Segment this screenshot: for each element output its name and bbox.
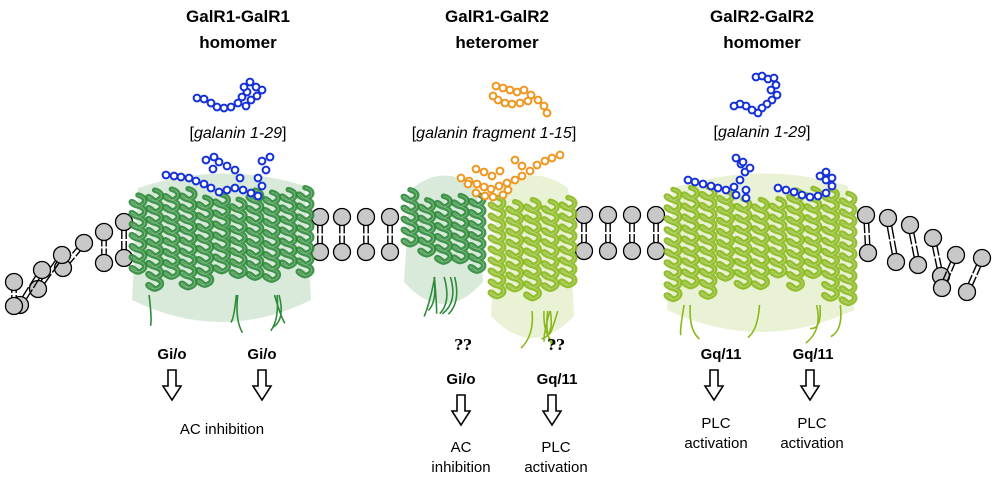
lipid-icon: [380, 207, 400, 234]
effect-label-left-line2: inhibition: [431, 459, 490, 476]
panel-galr1-galr1: GalR1-GalR1 homomer [galanin 1-29] Gi/o …: [157, 7, 290, 438]
bound-fragment-molecule: [456, 150, 565, 202]
galr2-galr2-homomer-structure: [663, 173, 858, 344]
lipid-icon: [946, 245, 966, 272]
panel-title-line2: homomer: [723, 33, 801, 52]
down-arrow-icon: [251, 369, 273, 402]
g-protein-label-right: Gq/11: [793, 346, 834, 363]
lipid-icon: [622, 205, 642, 232]
lipid-icon: [886, 240, 906, 272]
lipid-icon: [114, 241, 134, 268]
panel-title-line1: GalR1-GalR2: [445, 7, 549, 26]
lipid-icon: [29, 260, 52, 289]
effect-label-right-line1: PLC: [797, 415, 826, 432]
receptor-structures: [128, 173, 858, 349]
lipid-icon: [310, 207, 330, 234]
lipid-icon: [48, 245, 72, 273]
galr1-galr2-heteromer-structure: [400, 175, 578, 349]
down-arrow-icon: [799, 369, 821, 402]
lipid-icon: [598, 205, 618, 232]
lipid-icon: [598, 234, 618, 261]
lipid-icon: [4, 272, 24, 293]
effect-label-left-line1: PLC: [701, 415, 730, 432]
lipid-icon: [574, 234, 594, 261]
bound-galanin-molecule: [683, 153, 837, 203]
g-protein-label-left: Gq/11: [701, 346, 742, 363]
effect-label-right-line2: activation: [524, 459, 587, 476]
galr1-galr1-homomer-structure: [128, 173, 315, 334]
g-protein-label-right: Gi/o: [247, 346, 276, 363]
lipid-icon: [900, 215, 920, 245]
lipid-icon: [71, 233, 94, 257]
bound-galanin-molecule: [161, 152, 275, 201]
lipid-icon: [646, 205, 666, 232]
lipid-icon: [908, 245, 928, 275]
lipid-icon: [856, 205, 876, 234]
lipid-icon: [356, 207, 376, 234]
ligand-label: [galanin 1-29]: [190, 125, 287, 142]
panel-title-line1: GalR1-GalR1: [186, 7, 290, 26]
effect-label-left-line2: activation: [684, 435, 747, 452]
lipid-icon: [878, 208, 898, 240]
effect-label: AC inhibition: [180, 421, 264, 438]
panel-title-line2: heteromer: [455, 33, 539, 52]
down-arrow-icon: [450, 394, 472, 427]
lipid-icon: [356, 235, 376, 262]
down-arrow-icon: [703, 369, 725, 402]
lipid-bilayer: [4, 205, 992, 316]
lipid-icon: [646, 234, 666, 261]
g-protein-label-left: Gi/o: [157, 346, 186, 363]
panel-galr1-galr2: GalR1-GalR2 heteromer [galanin fragment …: [412, 7, 588, 476]
galanin-fragment-molecule: [488, 81, 552, 118]
ligands: [161, 71, 837, 203]
panel-title-line1: GalR2-GalR2: [710, 7, 814, 26]
unknown-marker-right: ??: [547, 336, 565, 354]
lipid-icon: [332, 235, 352, 262]
panel-title-line2: homomer: [199, 33, 277, 52]
galanin-1-29-molecule: [729, 71, 782, 118]
unknown-marker-left: ??: [454, 336, 472, 354]
lipid-icon: [957, 274, 977, 302]
lipid-icon: [574, 205, 594, 232]
lipid-icon: [858, 234, 878, 263]
galanin-1-29-molecule: [192, 77, 267, 113]
lipid-icon: [972, 248, 992, 276]
lipid-icon: [4, 295, 24, 316]
ligand-label: [galanin 1-29]: [714, 124, 811, 141]
effect-label-right-line2: activation: [780, 435, 843, 452]
panel-galr2-galr2: GalR2-GalR2 homomer [galanin 1-29] Gq/11…: [684, 7, 843, 452]
lipid-icon: [380, 235, 400, 262]
lipid-icon: [622, 234, 642, 261]
down-arrow-icon: [161, 369, 183, 402]
g-protein-label-left: Gi/o: [446, 371, 475, 388]
lipid-icon: [923, 228, 943, 257]
lipid-icon: [932, 271, 952, 298]
lipid-icon: [332, 207, 352, 234]
lipid-icon: [94, 248, 114, 273]
lipid-icon: [94, 222, 114, 247]
effect-label-left-line1: AC: [451, 439, 472, 456]
g-protein-label-right: Gq/11: [537, 371, 578, 388]
down-arrow-icon: [541, 394, 563, 427]
effect-label-right-line1: PLC: [541, 439, 570, 456]
ligand-label: [galanin fragment 1-15]: [412, 125, 577, 142]
